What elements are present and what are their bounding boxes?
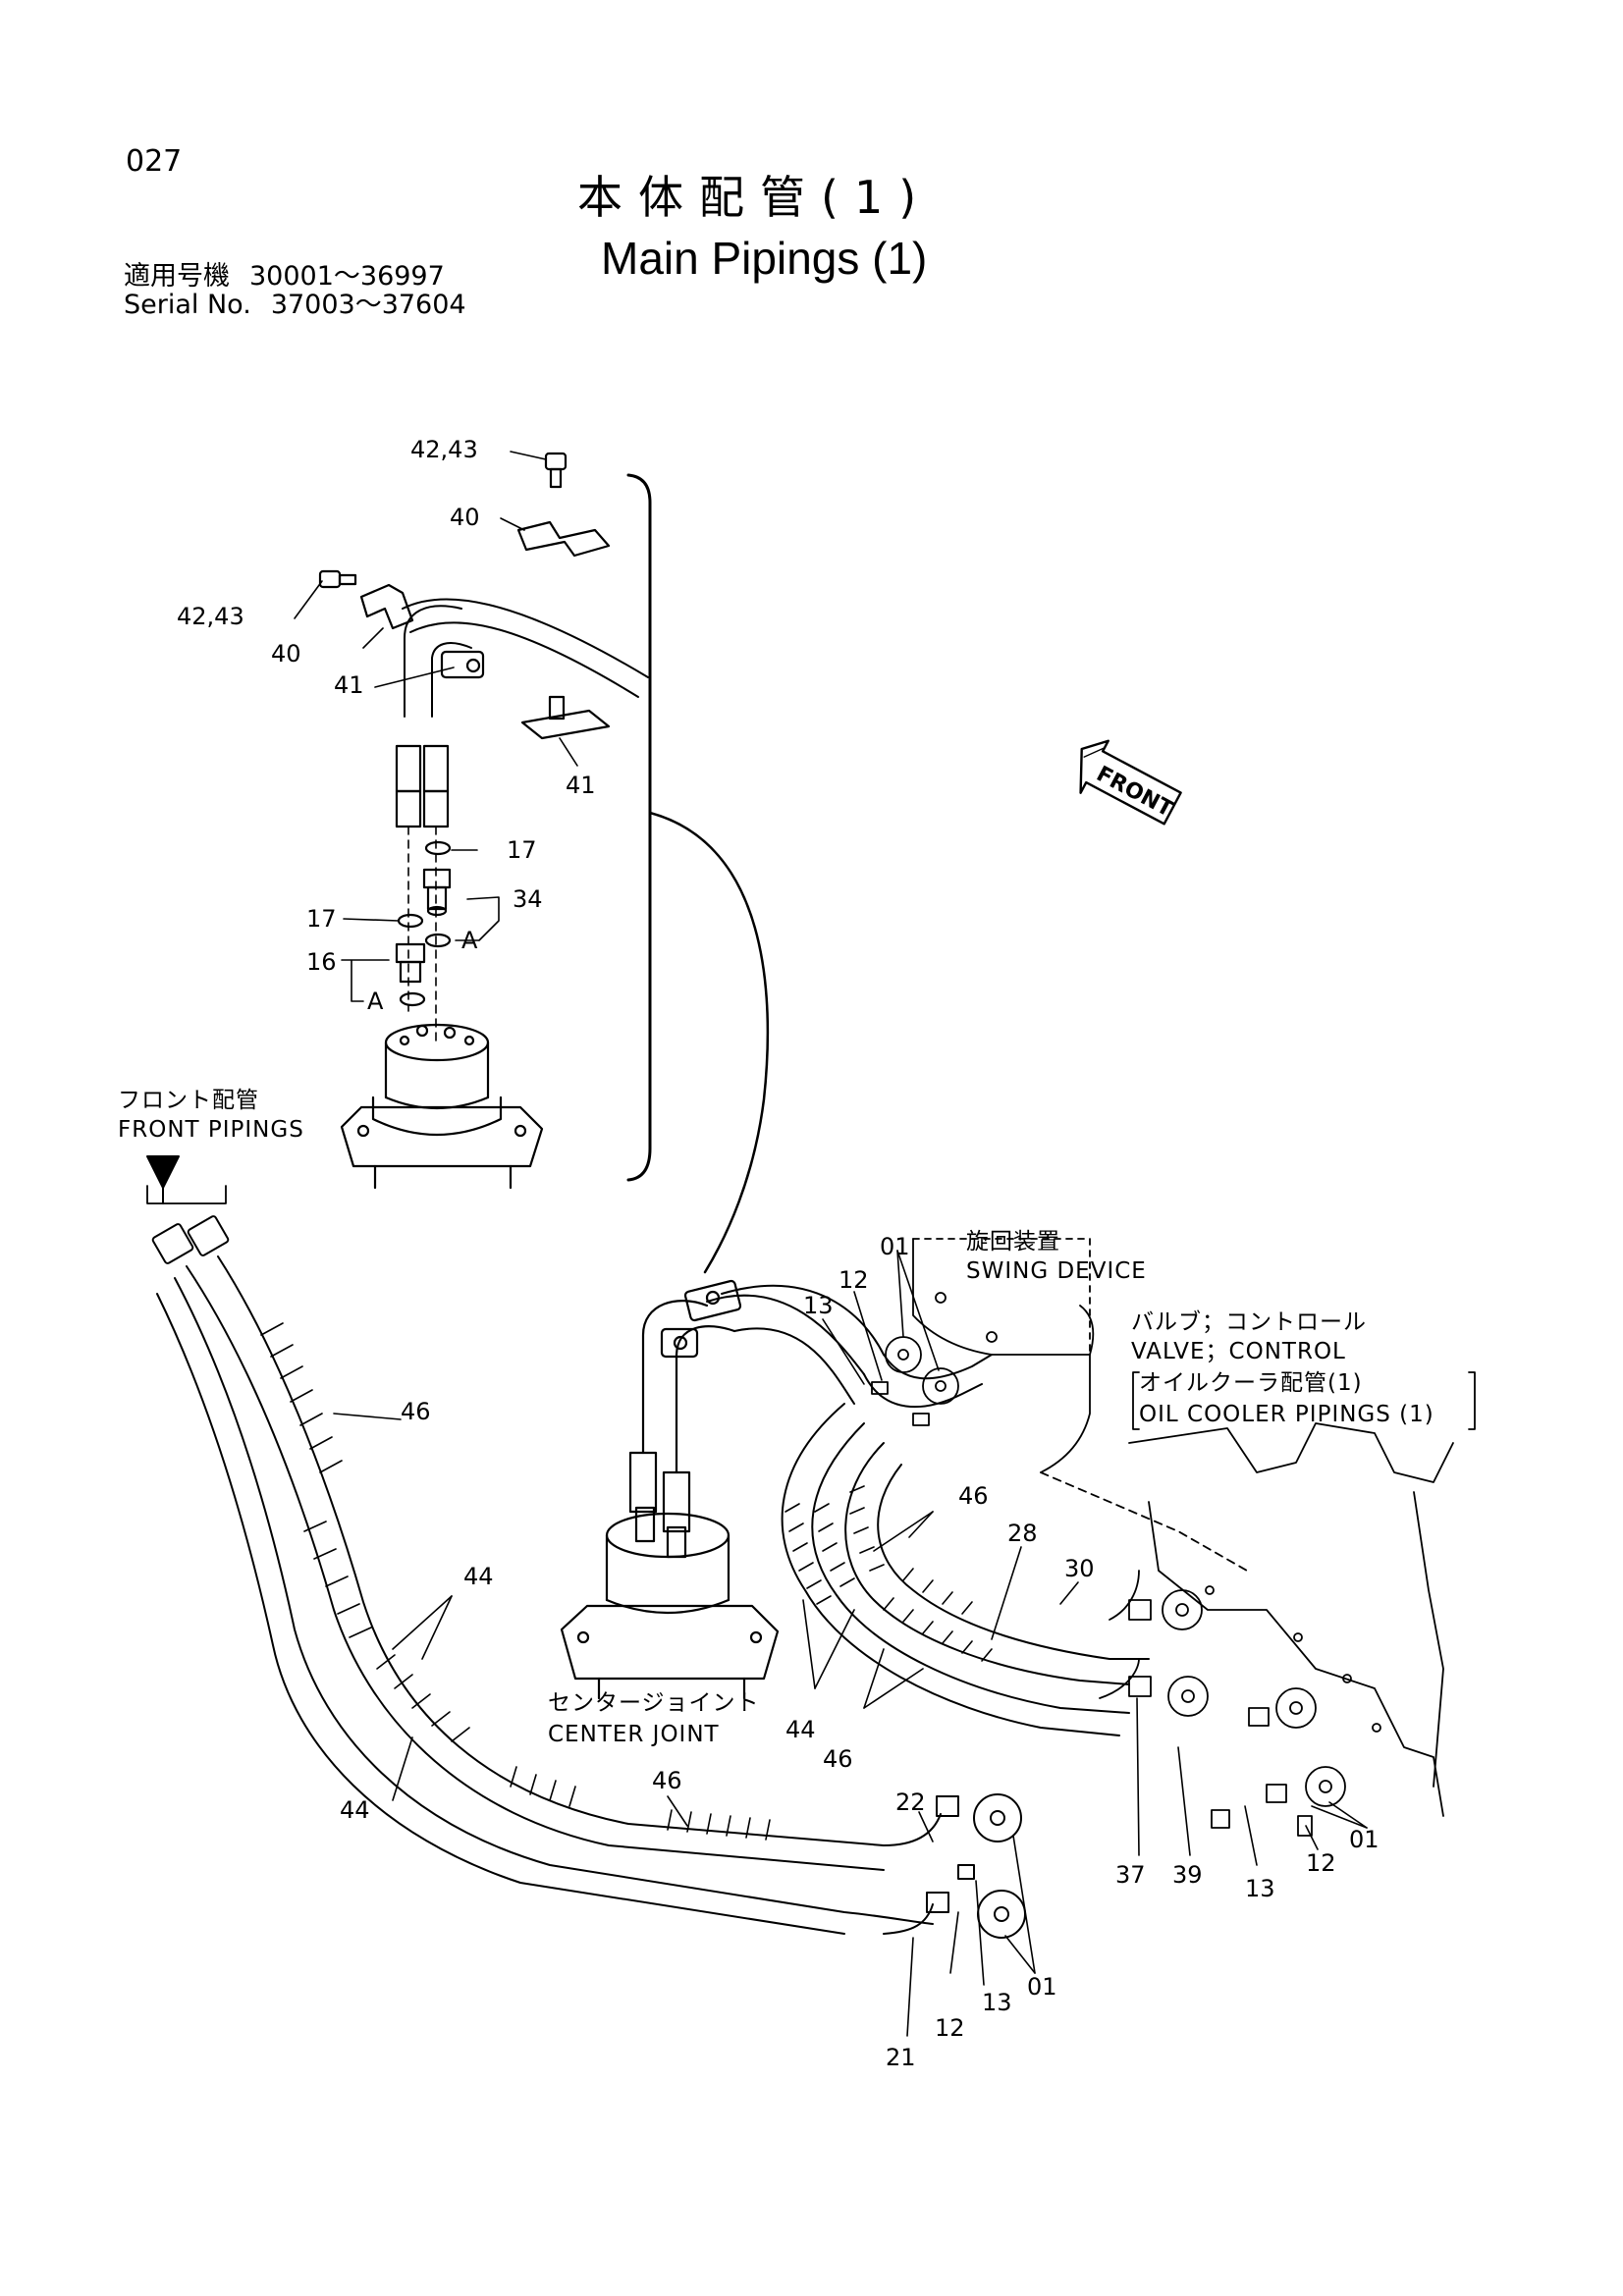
o-ring-17-lower — [397, 913, 424, 929]
callout-42-43-lower: 42,43 — [177, 603, 244, 630]
o-ring-17-upper — [424, 840, 452, 856]
detail-hose-right — [431, 642, 472, 718]
clamp-41-plate — [520, 709, 611, 740]
callout-12-valve: 12 — [1306, 1849, 1336, 1877]
front-pipings-label-jp: フロント配管 — [118, 1088, 259, 1113]
callout-16: 16 — [306, 948, 337, 976]
adapter-34 — [422, 868, 452, 917]
callout-12-front: 12 — [935, 2014, 965, 2042]
clamp-40-lower — [359, 583, 414, 630]
callout-numbers: 42,43 40 42,43 40 41 41 17 34 17 A 16 A … — [177, 436, 1380, 2071]
detail-tube-outer — [402, 598, 649, 678]
bolt-42-43-upper — [544, 452, 568, 489]
detail-center-joint-body — [340, 1023, 544, 1190]
callout-13-valve: 13 — [1245, 1875, 1275, 1902]
leader-lines — [294, 451, 1368, 2037]
callout-37: 37 — [1115, 1861, 1146, 1889]
callout-28: 28 — [1007, 1520, 1038, 1547]
callout-01-front: 01 — [1027, 1973, 1057, 2001]
adapter-16 — [395, 942, 426, 984]
callout-42-43-upper: 42,43 — [410, 436, 478, 463]
swing-device-and-valve-outline — [912, 1238, 1454, 1817]
callout-41-upper: 41 — [334, 671, 364, 699]
swing-device-label-jp: 旋回装置 — [966, 1229, 1060, 1255]
callout-a-lower: A — [367, 988, 384, 1015]
callout-01-swing: 01 — [880, 1233, 910, 1260]
oil-cooler-label-jp: オイルクーラ配管(1) — [1139, 1370, 1363, 1396]
callout-39: 39 — [1172, 1861, 1203, 1889]
serial-range: 30001～36997 — [249, 261, 445, 292]
oil-cooler-brackets — [1132, 1371, 1476, 1430]
bolt-42-43-lower — [318, 569, 357, 589]
front-arrow — [146, 1155, 180, 1204]
callout-41-plate: 41 — [566, 772, 596, 799]
callout-44-left-lower: 44 — [340, 1796, 370, 1824]
callout-46-lower: 46 — [652, 1767, 682, 1794]
oil-cooler-label-en: OIL COOLER PIPINGS (1) — [1139, 1402, 1434, 1427]
callout-22: 22 — [895, 1789, 926, 1816]
clamp-41-upper — [440, 650, 485, 679]
callout-46-center: 46 — [823, 1745, 853, 1773]
callout-01-valve: 01 — [1349, 1826, 1380, 1853]
page-title-japanese: 本体配管(1) — [577, 171, 933, 224]
callout-40-upper: 40 — [450, 504, 480, 531]
callout-40-lower: 40 — [271, 640, 301, 667]
valve-control-label-jp: バルブ；コントロール — [1131, 1309, 1367, 1335]
callout-13-swing: 13 — [803, 1292, 834, 1319]
callout-46-right: 46 — [958, 1482, 989, 1510]
detail-hose-left — [404, 605, 462, 718]
front-pipings-label-en: FRONT PIPINGS — [118, 1117, 304, 1143]
swing-device-label-en: SWING DEVICE — [966, 1258, 1147, 1284]
page-number: 027 — [126, 144, 183, 179]
callout-12-swing: 12 — [839, 1266, 869, 1294]
callout-44-center: 44 — [785, 1716, 816, 1743]
clamp-40-upper — [516, 520, 611, 558]
front-direction-arrow: FRONT — [1079, 739, 1182, 826]
callout-46-left: 46 — [401, 1398, 431, 1425]
serial-label: Serial No. — [124, 290, 251, 320]
callout-21: 21 — [886, 2044, 916, 2071]
hoses-joint-to-valve — [706, 1284, 1346, 1837]
callout-a-upper: A — [461, 927, 478, 954]
descriptive-labels: フロント配管 FRONT PIPINGS 旋回装置 SWING DEVICE バ… — [118, 1088, 1434, 1747]
detail-hose-fittings — [395, 744, 450, 1041]
center-joint-main — [560, 1279, 780, 1700]
callout-17-lower: 17 — [306, 905, 337, 933]
front-pipings-hoses — [146, 1155, 1026, 1939]
callout-34: 34 — [513, 885, 543, 913]
serial-range: 37003～37604 — [270, 290, 466, 320]
center-joint-label-en: CENTER JOINT — [548, 1722, 720, 1747]
valve-control-label-en: VALVE；CONTROL — [1131, 1339, 1346, 1364]
callout-17-upper: 17 — [507, 836, 537, 864]
serial-row-english: Serial No. 37003～37604 — [124, 292, 466, 318]
page-title-english: Main Pipings (1) — [601, 233, 928, 284]
callout-13-front: 13 — [982, 1989, 1012, 2016]
center-joint-label-jp: センタージョイント — [548, 1690, 760, 1716]
detail-center-joint-assembly — [318, 452, 770, 1274]
callout-30: 30 — [1064, 1555, 1095, 1582]
detail-bracket — [626, 473, 652, 1182]
o-ring-a-lower — [399, 991, 426, 1007]
serial-row-japanese: 適用号機 30001～36997 — [124, 263, 445, 290]
serial-label: 適用号機 — [124, 261, 230, 292]
callout-44-left-upper: 44 — [463, 1563, 494, 1590]
detail-connector-line — [648, 811, 770, 1274]
detail-tube-inner — [409, 621, 639, 698]
o-ring-a-upper — [424, 933, 452, 948]
